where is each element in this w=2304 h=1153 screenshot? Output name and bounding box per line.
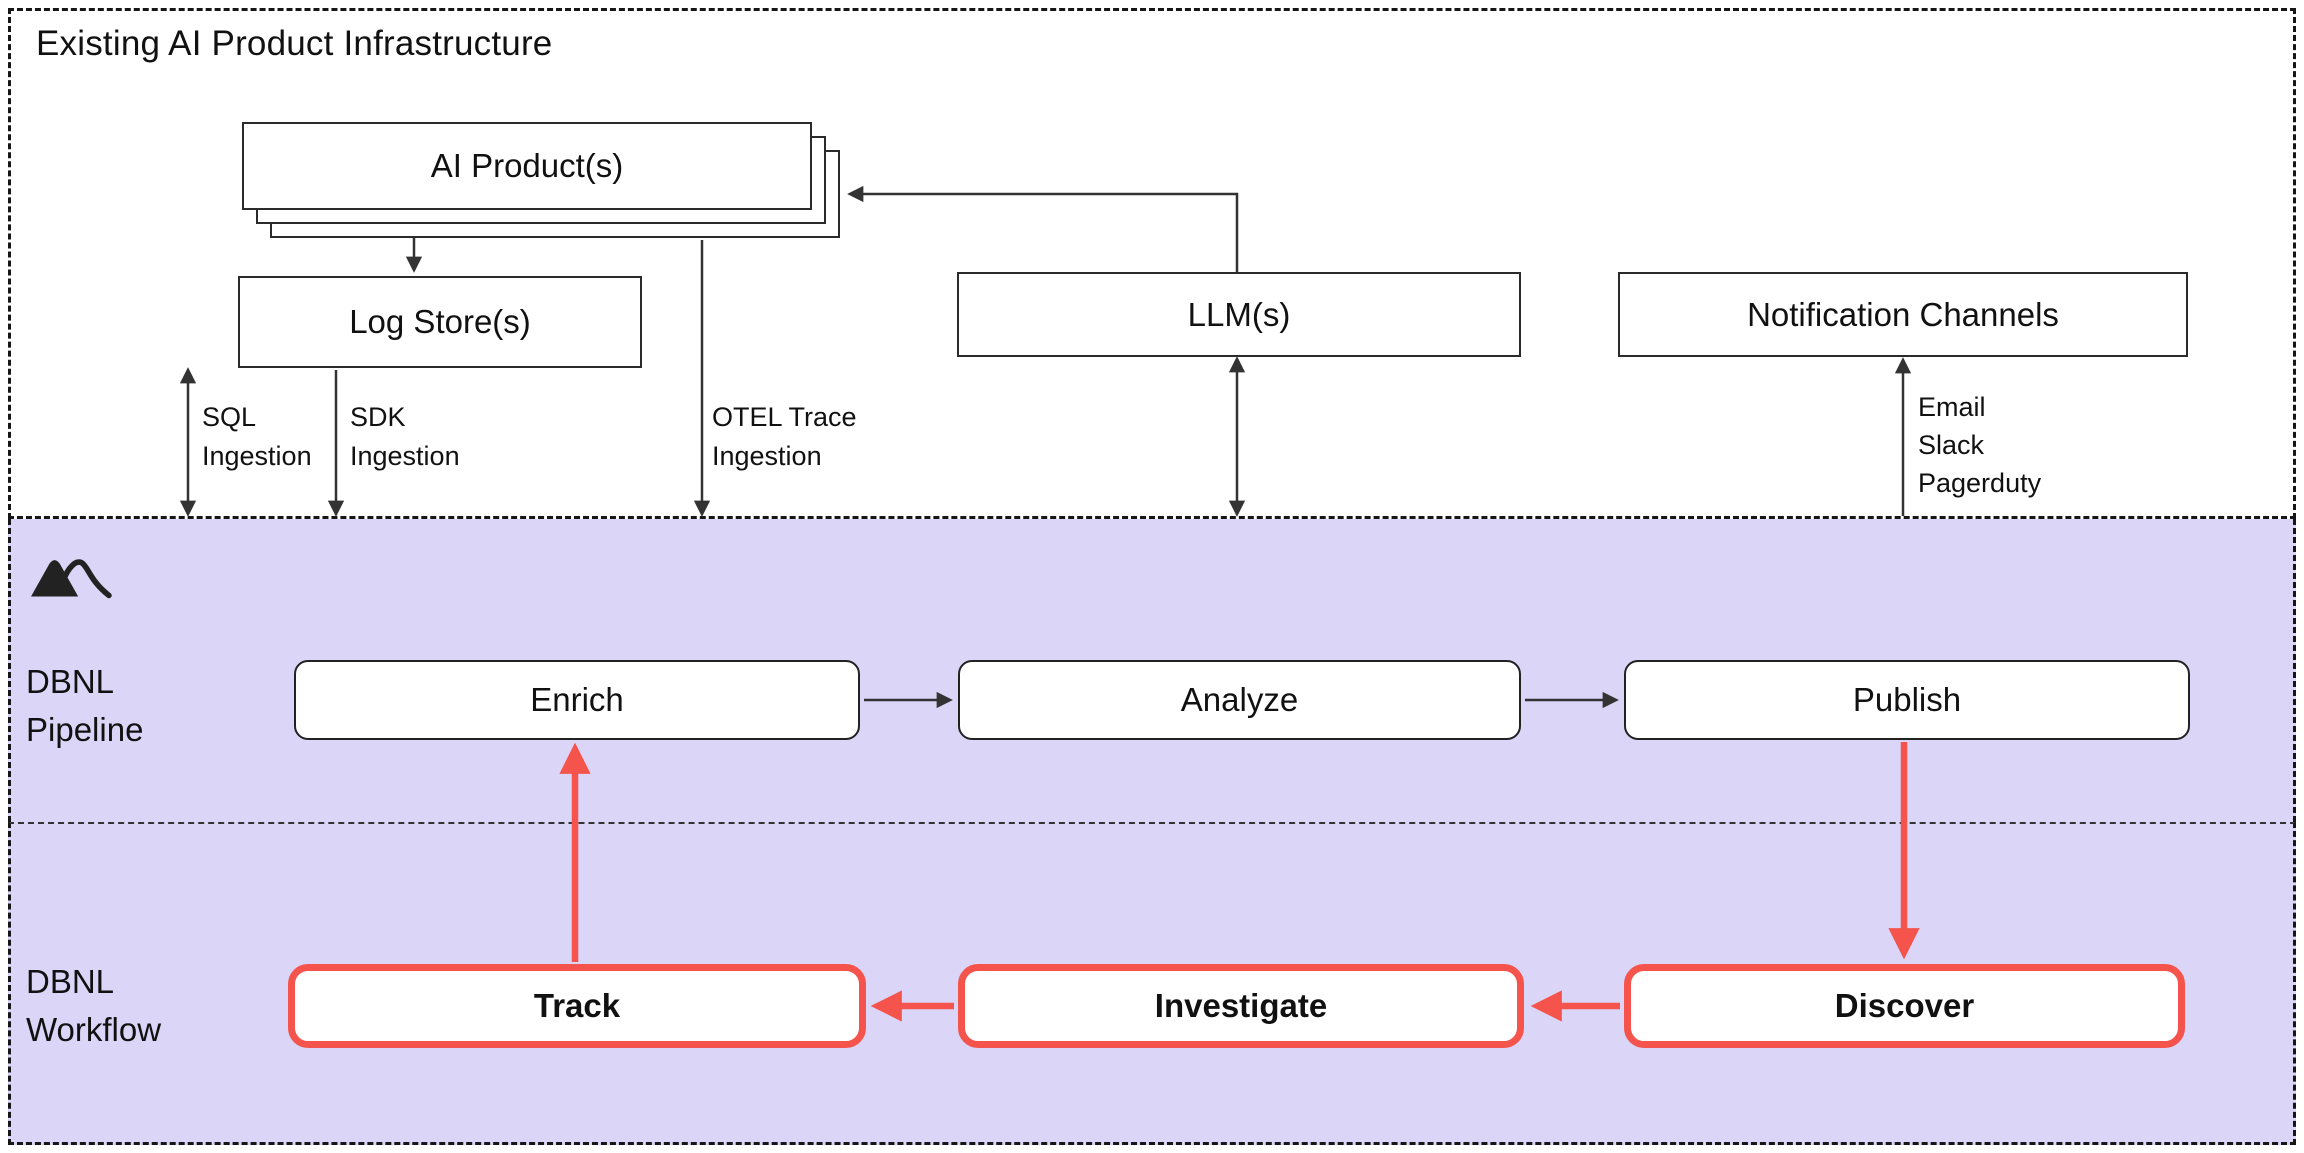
node-publish-label: Publish	[1852, 681, 1962, 718]
node-track-label: Track	[533, 987, 621, 1024]
node-log-stores: Log Store(s)	[238, 276, 642, 368]
node-investigate: Investigate	[958, 964, 1524, 1048]
node-enrich-label: Enrich	[530, 681, 624, 718]
node-log-stores-label: Log Store(s)	[349, 303, 531, 340]
node-ai-products-label: AI Product(s)	[430, 147, 624, 184]
node-analyze: Analyze	[958, 660, 1521, 740]
node-notification-channels: Notification Channels	[1618, 272, 2188, 357]
node-enrich: Enrich	[294, 660, 860, 740]
edge-label-otel-trace-ingestion: OTEL Trace Ingestion	[712, 402, 857, 471]
edge-label-sdk-ingestion: SDK Ingestion	[350, 402, 460, 471]
node-investigate-label: Investigate	[1154, 987, 1328, 1024]
node-track: Track	[288, 964, 866, 1048]
node-publish: Publish	[1624, 660, 2190, 740]
section-label-dbnl-pipeline: DBNL Pipeline	[26, 663, 144, 748]
node-ai-products: AI Product(s)	[242, 122, 812, 210]
section-infrastructure-title: Existing AI Product Infrastructure	[36, 24, 553, 63]
node-notification-channels-label: Notification Channels	[1747, 295, 2059, 333]
edge-label-sql-ingestion: SQL Ingestion	[202, 402, 312, 471]
node-analyze-label: Analyze	[1180, 681, 1299, 718]
dbnl-mountain-logo-icon	[31, 559, 112, 599]
edge-label-notification-channels: Email Slack Pagerduty	[1918, 392, 2042, 498]
node-llms: LLM(s)	[957, 272, 1521, 357]
node-discover-label: Discover	[1834, 987, 1975, 1024]
node-llms-label: LLM(s)	[1187, 295, 1291, 333]
node-discover: Discover	[1624, 964, 2185, 1048]
section-label-dbnl-workflow: DBNL Workflow	[26, 963, 162, 1048]
